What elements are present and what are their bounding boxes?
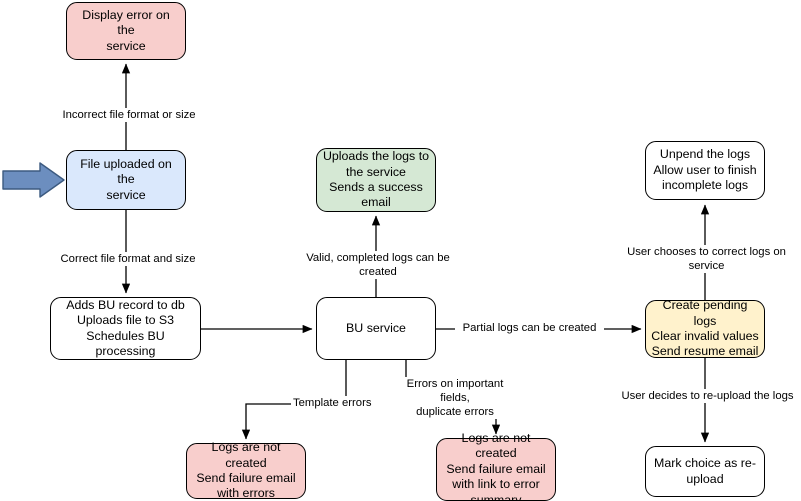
node-logs-not-created-with-errors[interactable]: Logs are not created Send failure email … bbox=[186, 440, 306, 500]
node-adds-bu-record[interactable]: Adds BU record to db Uploads file to S3 … bbox=[50, 297, 201, 360]
node-display-error[interactable]: Display error on the service bbox=[66, 2, 186, 60]
node-logs-not-created-error-summary[interactable]: Logs are not created Send failure email … bbox=[436, 431, 556, 501]
node-file-uploaded-on-service[interactable]: File uploaded on the service bbox=[66, 150, 186, 210]
node-create-pending-logs[interactable]: Create pending logs Clear invalid values… bbox=[645, 298, 765, 358]
node-bu-service[interactable]: BU service bbox=[316, 297, 436, 360]
node-uploads-logs-success[interactable]: Uploads the logs to the service Sends a … bbox=[316, 148, 436, 212]
edge-label-valid-completed-logs: Valid, completed logs can be created bbox=[285, 251, 471, 279]
edge-label-user-chooses-correct-logs: User chooses to correct logs on service bbox=[608, 245, 801, 273]
edge-label-template-errors: Template errors bbox=[291, 396, 379, 410]
edge-label-incorrect-file-format: Incorrect file format or size bbox=[57, 108, 201, 122]
edge-label-user-decides-reupload: User decides to re-upload the logs bbox=[613, 389, 801, 403]
edge-label-errors-important-fields: Errors on important fields, duplicate er… bbox=[390, 377, 520, 419]
edge-label-correct-file-format: Correct file format and size bbox=[57, 252, 199, 266]
entry-arrow-icon bbox=[2, 162, 65, 198]
edge-label-partial-logs: Partial logs can be created bbox=[455, 321, 604, 335]
node-unpend-logs[interactable]: Unpend the logs Allow user to finish inc… bbox=[645, 141, 765, 200]
node-mark-choice-as-reupload[interactable]: Mark choice as re- upload bbox=[645, 446, 765, 497]
